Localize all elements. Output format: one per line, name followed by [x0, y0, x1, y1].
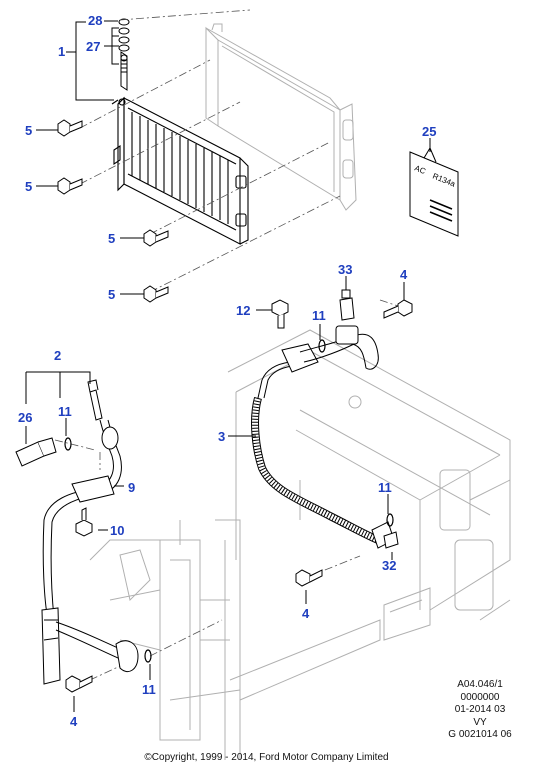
- o-ring-11d[interactable]: [144, 649, 152, 663]
- callout-5d: 5: [108, 287, 115, 302]
- label-plate-line1: AC: [413, 164, 427, 177]
- o-ring-11a[interactable]: [318, 339, 326, 353]
- clip-32[interactable]: [383, 531, 399, 549]
- pressure-switch-26[interactable]: [15, 437, 57, 467]
- leader-lines-top: [66, 20, 119, 101]
- callout-2: 2: [54, 348, 61, 363]
- bolt-4b[interactable]: [295, 569, 323, 587]
- pressure-switch-33[interactable]: [339, 289, 355, 321]
- callout-5a: 5: [25, 123, 32, 138]
- bolt-5b[interactable]: [57, 177, 83, 195]
- reference-line-3: 01-2014 03: [454, 704, 506, 715]
- bolt-4a[interactable]: [383, 299, 413, 319]
- callout-leaders: [25, 129, 431, 712]
- callout-28: 28: [88, 13, 102, 28]
- callout-10: 10: [110, 523, 124, 538]
- drier-seal-kit[interactable]: [118, 18, 130, 91]
- radiator-ghost-top: [205, 23, 357, 211]
- reference-line-2: 0000000: [460, 691, 500, 703]
- callout-32: 32: [382, 558, 396, 573]
- bolt-10[interactable]: [75, 507, 93, 537]
- callout-11a: 11: [312, 308, 326, 323]
- callout-5c: 5: [108, 231, 115, 246]
- callout-26: 26: [18, 410, 32, 425]
- callout-25: 25: [422, 124, 436, 139]
- bolt-4c[interactable]: [65, 675, 93, 693]
- condenser[interactable]: [111, 96, 249, 245]
- reference-block: A04.046/1 0000000 01-2014 03 VY G 002101…: [435, 679, 525, 742]
- o-ring-11b[interactable]: [64, 437, 72, 451]
- ac-label-plate[interactable]: [409, 146, 459, 237]
- copyright-notice: ©Copyright, 1999 - 2014, Ford Motor Comp…: [144, 752, 389, 763]
- reference-line-1: A04.046/1: [457, 679, 503, 690]
- callout-11c: 11: [378, 480, 392, 495]
- bolt-12[interactable]: [271, 299, 289, 329]
- callout-12: 12: [236, 303, 250, 318]
- bolt-5c[interactable]: [143, 229, 169, 247]
- callout-11b: 11: [58, 404, 72, 419]
- o-ring-11c[interactable]: [386, 513, 394, 527]
- callout-3: 3: [218, 429, 225, 444]
- callout-4c: 4: [70, 714, 78, 729]
- hose-3[interactable]: [251, 325, 395, 549]
- callout-5b: 5: [25, 179, 32, 194]
- bolt-5d[interactable]: [143, 285, 169, 303]
- reference-line-4: VY: [473, 716, 487, 728]
- reference-line-5: G 0021014 06: [448, 729, 512, 740]
- callout-4b: 4: [302, 606, 310, 621]
- callout-9: 9: [128, 480, 135, 495]
- callout-1: 1: [58, 44, 65, 59]
- callout-4a: 4: [400, 267, 408, 282]
- callout-11d: 11: [142, 682, 156, 697]
- alignment-lines: [54, 9, 411, 681]
- hose-2[interactable]: [41, 379, 139, 685]
- callout-33: 33: [338, 262, 352, 277]
- bolt-5a[interactable]: [57, 119, 83, 137]
- callout-27: 27: [86, 39, 100, 54]
